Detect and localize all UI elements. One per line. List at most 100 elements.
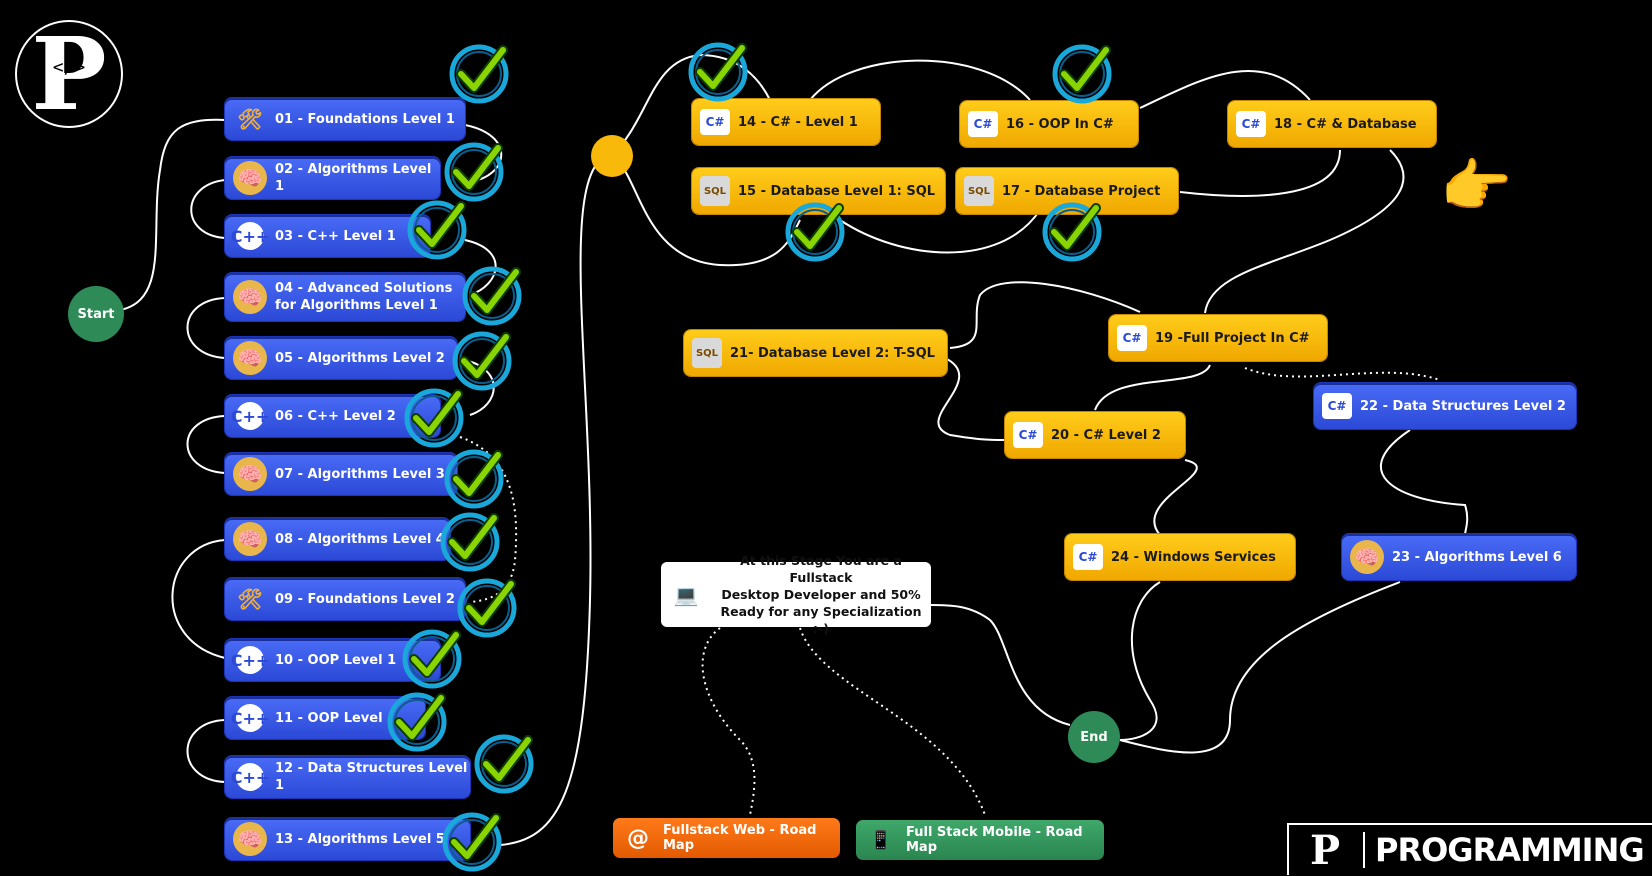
brain-circuit-icon: 🧠 [233,280,267,314]
laptop-icon: 💻 [673,582,699,607]
course-label: 21- Database Level 2: T-SQL [730,345,935,361]
course-label: 17 - Database Project [1002,183,1161,199]
course-node-n13[interactable]: 🧠13 - Algorithms Level 5 [225,818,470,860]
course-label: 14 - C# - Level 1 [738,114,858,130]
end-node[interactable]: End [1068,711,1120,763]
course-label: 12 - Data Structures Level 1 [275,761,468,793]
course-label: 19 -Full Project In C# [1155,330,1310,346]
csharp-monitor-icon: C# [968,111,998,137]
course-node-n12[interactable]: C++12 - Data Structures Level 1 [225,756,470,798]
c-plus-plus-icon: C++ [231,763,269,791]
course-label: 04 - Advanced Solutions for Algorithms L… [275,281,453,313]
logo: P </> [15,20,123,128]
brain-circuit-icon: 🧠 [233,522,267,556]
course-node-n05[interactable]: 🧠 05 - Algorithms Level 2 [225,337,457,379]
course-node-n20[interactable]: C# 20 - C# Level 2 [1005,412,1185,458]
course-node-n03[interactable]: C++ 03 - C++ Level 1 [225,215,430,257]
brand-logo-icon: P [1310,830,1340,870]
code-brackets-icon: </> [53,57,86,78]
pointing-hand-icon: 👉 [1440,152,1513,220]
at-sign-icon: @ [627,825,649,851]
completed-check-icon [400,625,464,689]
completed-check-icon [405,196,469,260]
course-node-n24[interactable]: C# 24 - Windows Services [1065,534,1295,580]
course-node-n09[interactable]: 🛠09 - Foundations Level 2 [225,578,465,620]
course-node-n02[interactable]: 🧠02 - Algorithms Level 1 [225,157,440,199]
course-node-n06[interactable]: C++ 06 - C++ Level 2 [225,395,440,437]
completed-check-icon [442,138,506,202]
logo-mark: P </> [31,29,106,119]
course-label: 20 - C# Level 2 [1051,427,1161,443]
milestone-label: At this Stage You are a Fullstack Deskto… [720,553,922,636]
course-node-n04[interactable]: 🧠04 - Advanced Solutions for Algorithms … [225,273,465,321]
phone-icon: 📱 [869,829,893,851]
roadmap-mobile-button[interactable]: 📱 Full Stack Mobile - Road Map [856,820,1104,860]
course-node-n10[interactable]: C++10 - OOP Level 1 [225,639,440,681]
brand-text: PROGRAMMING [1375,831,1645,869]
course-label: 02 - Algorithms Level 1 [275,162,432,194]
csharp-monitor-icon: C# [1322,393,1352,419]
sql-database-icon: SQL [700,176,730,206]
course-node-n16[interactable]: C#16 - OOP In C# [960,101,1138,147]
course-node-n19[interactable]: C# 19 -Full Project In C# [1109,315,1327,361]
course-label: 11 - OOP Level [275,710,383,726]
end-label: End [1080,729,1108,745]
course-label: 24 - Windows Services [1111,549,1276,565]
course-node-n01[interactable]: 🛠 01 - Foundations Level 1 [225,98,465,140]
brain-circuit-icon: 🧠 [233,341,267,375]
start-label: Start [77,306,115,322]
course-node-n07[interactable]: 🧠 07 - Algorithms Level 3 [225,453,457,495]
brand-banner: P PROGRAMMING [1287,823,1652,875]
roadmap-mobile-label: Full Stack Mobile - Road Map [906,825,1083,855]
course-label: 05 - Algorithms Level 2 [275,350,445,366]
course-label: 06 - C++ Level 2 [275,408,396,424]
csharp-monitor-icon: C# [1236,111,1266,137]
svg-text:</>: </> [53,57,86,78]
logo-letter: P [31,29,106,119]
c-plus-plus-icon: C++ [231,222,269,250]
completed-check-icon [450,327,514,391]
completed-check-icon [440,808,504,872]
completed-check-icon [1050,40,1114,104]
tools-icon: 🛠 [237,587,263,611]
course-label: 10 - OOP Level 1 [275,652,397,668]
sql-database-icon: SQL [964,176,994,206]
csharp-monitor-icon: C# [700,109,730,135]
c-plus-plus-icon: C++ [231,402,269,430]
svg-text:P: P [1310,830,1340,870]
completed-check-icon [402,384,466,448]
course-node-n21[interactable]: SQL 21- Database Level 2: T-SQL [684,330,947,376]
start-node[interactable]: Start [68,286,124,342]
course-label: 22 - Data Structures Level 2 [1360,398,1566,414]
course-label: 07 - Algorithms Level 3 [275,466,445,482]
completed-check-icon [472,730,536,794]
completed-check-icon [686,38,750,102]
course-node-n14[interactable]: C# 14 - C# - Level 1 [692,99,880,145]
brain-circuit-icon: 🧠 [233,457,267,491]
roadmap-web-button[interactable]: @ Fullstack Web - Road Map [613,818,840,858]
roadmap-web-label: Fullstack Web - Road Map [663,823,817,853]
course-node-n22[interactable]: C# 22 - Data Structures Level 2 [1314,383,1576,429]
course-node-n23[interactable]: 🧠23 - Algorithms Level 6 [1342,534,1576,580]
sql-database-icon: SQL [692,338,722,368]
completed-check-icon [1040,198,1104,262]
course-label: 03 - C++ Level 1 [275,228,396,244]
course-node-n18[interactable]: C# 18 - C# & Database [1228,101,1436,147]
brain-circuit-icon: 🧠 [233,161,267,195]
course-label: 18 - C# & Database [1274,116,1417,132]
csharp-monitor-icon: C# [1117,325,1147,351]
csharp-monitor-icon: C# [1073,544,1103,570]
completed-check-icon [783,198,847,262]
completed-check-icon [460,262,524,326]
course-label: 01 - Foundations Level 1 [275,111,455,127]
completed-check-icon [442,445,506,509]
tools-icon: 🛠 [237,107,263,131]
completed-check-icon [438,508,502,572]
course-label: 23 - Algorithms Level 6 [1392,549,1562,565]
course-node-n08[interactable]: 🧠08 - Algorithms Level 4 [225,518,450,560]
csharp-monitor-icon: C# [1013,422,1043,448]
course-label: 13 - Algorithms Level 5 [275,831,445,847]
junction-dot [591,135,633,177]
